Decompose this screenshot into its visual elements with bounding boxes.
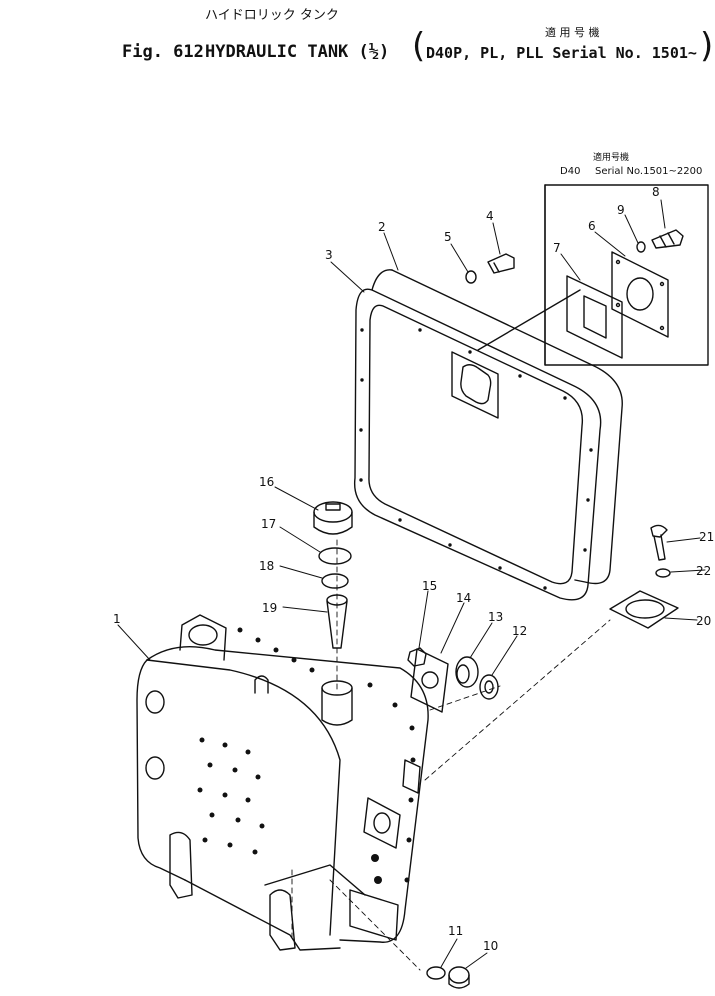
callout-10: 10 (483, 939, 498, 953)
paren-close: ) (700, 26, 714, 66)
part-11-oring (426, 966, 446, 980)
callout-2: 2 (378, 220, 386, 234)
part-5-washer (465, 270, 477, 284)
callout-numbers: 1 2 3 4 5 6 7 8 9 10 11 12 13 14 15 16 1… (113, 185, 714, 953)
part-13-seal (455, 656, 479, 688)
callout-4: 4 (486, 209, 494, 223)
callout-14: 14 (456, 591, 471, 605)
inset-jp-label: 適用号機 (593, 151, 629, 163)
japanese-title: ハイドロリック タンク (205, 8, 339, 23)
part-9-washer (636, 241, 646, 253)
part-1-tank (136, 614, 429, 951)
part-10-plug (448, 966, 470, 989)
callout-21: 21 (699, 530, 714, 544)
figure-number: Fig. 612 (122, 42, 204, 62)
leader-lines (117, 199, 706, 969)
callout-3: 3 (325, 248, 333, 262)
paren-open: ( (412, 26, 426, 66)
part-12-ring (479, 674, 499, 700)
part-20-plate (609, 590, 679, 629)
dashed-center-lines (291, 539, 611, 971)
inset-box (544, 184, 709, 366)
tank-flange-holes (237, 627, 416, 883)
callout-15: 15 (422, 579, 437, 593)
callout-19: 19 (262, 601, 277, 615)
part-18-ring (321, 573, 349, 589)
callout-8: 8 (652, 185, 660, 199)
part-6-cover (611, 251, 669, 338)
tank-dots (197, 737, 382, 884)
gasket-holes (359, 328, 593, 590)
part-2-cover (371, 269, 623, 585)
part-17-ring (318, 547, 352, 565)
callout-18: 18 (259, 559, 274, 573)
callout-9: 9 (617, 203, 625, 217)
part-8-bolt (651, 229, 684, 249)
callout-12: 12 (512, 624, 527, 638)
callout-5: 5 (444, 230, 452, 244)
callout-11: 11 (448, 924, 463, 938)
callout-22: 22 (696, 564, 711, 578)
part-4-bolt (487, 253, 515, 274)
part-22-washer (655, 568, 671, 578)
cover-slot (451, 351, 499, 419)
part-3-gasket (353, 288, 602, 601)
figure-title: HYDRAULIC TANK (½) (205, 42, 390, 62)
callout-6: 6 (588, 219, 596, 233)
callout-20: 20 (696, 614, 711, 628)
inset-leader (477, 289, 581, 351)
callout-16: 16 (259, 475, 274, 489)
inset-model: D40 (560, 166, 580, 177)
part-14-flange (410, 648, 449, 713)
part-7-gasket (566, 275, 623, 359)
japanese-serial-label: 適 用 号 機 (545, 26, 600, 39)
inset-serial: Serial No.1501~2200 (595, 166, 702, 177)
part-16-cap (313, 501, 353, 535)
callout-1: 1 (113, 612, 121, 626)
part-15-nut (407, 647, 427, 667)
callout-13: 13 (488, 610, 503, 624)
applicable-serial: D40P, PL, PLL Serial No. 1501~ (426, 44, 697, 62)
callout-17: 17 (261, 517, 276, 531)
callout-7: 7 (553, 241, 561, 255)
part-21-bolt (650, 524, 668, 561)
